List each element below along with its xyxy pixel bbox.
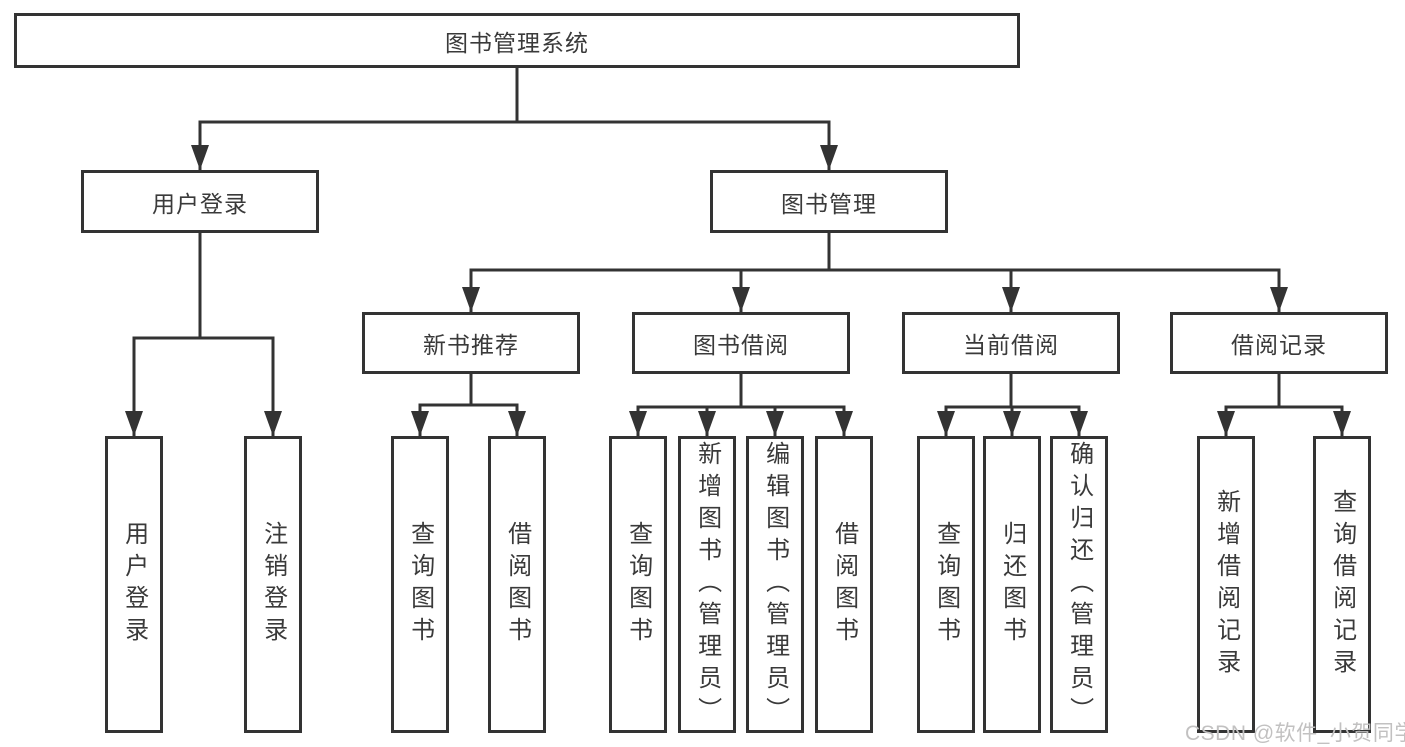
leaf-label: 查询借阅记录 xyxy=(1328,488,1356,681)
leaf-query-books: 查询图书 xyxy=(391,436,449,733)
leaf-logout: 注销登录 xyxy=(244,436,302,733)
leaf-label: 借阅图书 xyxy=(503,520,531,649)
leaf-add-books-admin: 新增图书（管理员） xyxy=(678,436,736,733)
leaf-confirm-return-admin: 确认归还（管理员） xyxy=(1050,436,1108,733)
leaf-return-books: 归还图书 xyxy=(983,436,1041,733)
leaf-label: 用户登录 xyxy=(120,520,148,649)
csdn-watermark: CSDN @软件_小贺同学 xyxy=(1185,722,1405,745)
leaf-label: 归还图书 xyxy=(998,520,1026,649)
leaf-label: 编辑图书（管理员） xyxy=(761,440,789,729)
node-user-login: 用户登录 xyxy=(81,170,319,233)
leaf-edit-books-admin: 编辑图书（管理员） xyxy=(746,436,804,733)
leaf-query-books: 查询图书 xyxy=(609,436,667,733)
leaf-label: 注销登录 xyxy=(259,520,287,649)
leaf-label: 查询图书 xyxy=(932,520,960,649)
leaf-borrow-books: 借阅图书 xyxy=(488,436,546,733)
leaf-add-borrow-record: 新增借阅记录 xyxy=(1197,436,1255,733)
node-new-book-recommendation: 新书推荐 xyxy=(362,312,580,374)
leaf-label: 确认归还（管理员） xyxy=(1065,440,1093,729)
leaf-label: 查询图书 xyxy=(624,520,652,649)
node-borrowing-records: 借阅记录 xyxy=(1170,312,1388,374)
leaf-label: 借阅图书 xyxy=(830,520,858,649)
leaf-query-books: 查询图书 xyxy=(917,436,975,733)
node-book-borrowing: 图书借阅 xyxy=(632,312,850,374)
leaf-label: 新增借阅记录 xyxy=(1212,488,1240,681)
leaf-query-borrow-record: 查询借阅记录 xyxy=(1313,436,1371,733)
node-library-management-system: 图书管理系统 xyxy=(14,13,1020,68)
leaf-label: 新增图书（管理员） xyxy=(693,440,721,729)
leaf-borrow-books: 借阅图书 xyxy=(815,436,873,733)
node-current-borrowing: 当前借阅 xyxy=(902,312,1120,374)
leaf-user-login: 用户登录 xyxy=(105,436,163,733)
leaf-label: 查询图书 xyxy=(406,520,434,649)
node-book-management: 图书管理 xyxy=(710,170,948,233)
